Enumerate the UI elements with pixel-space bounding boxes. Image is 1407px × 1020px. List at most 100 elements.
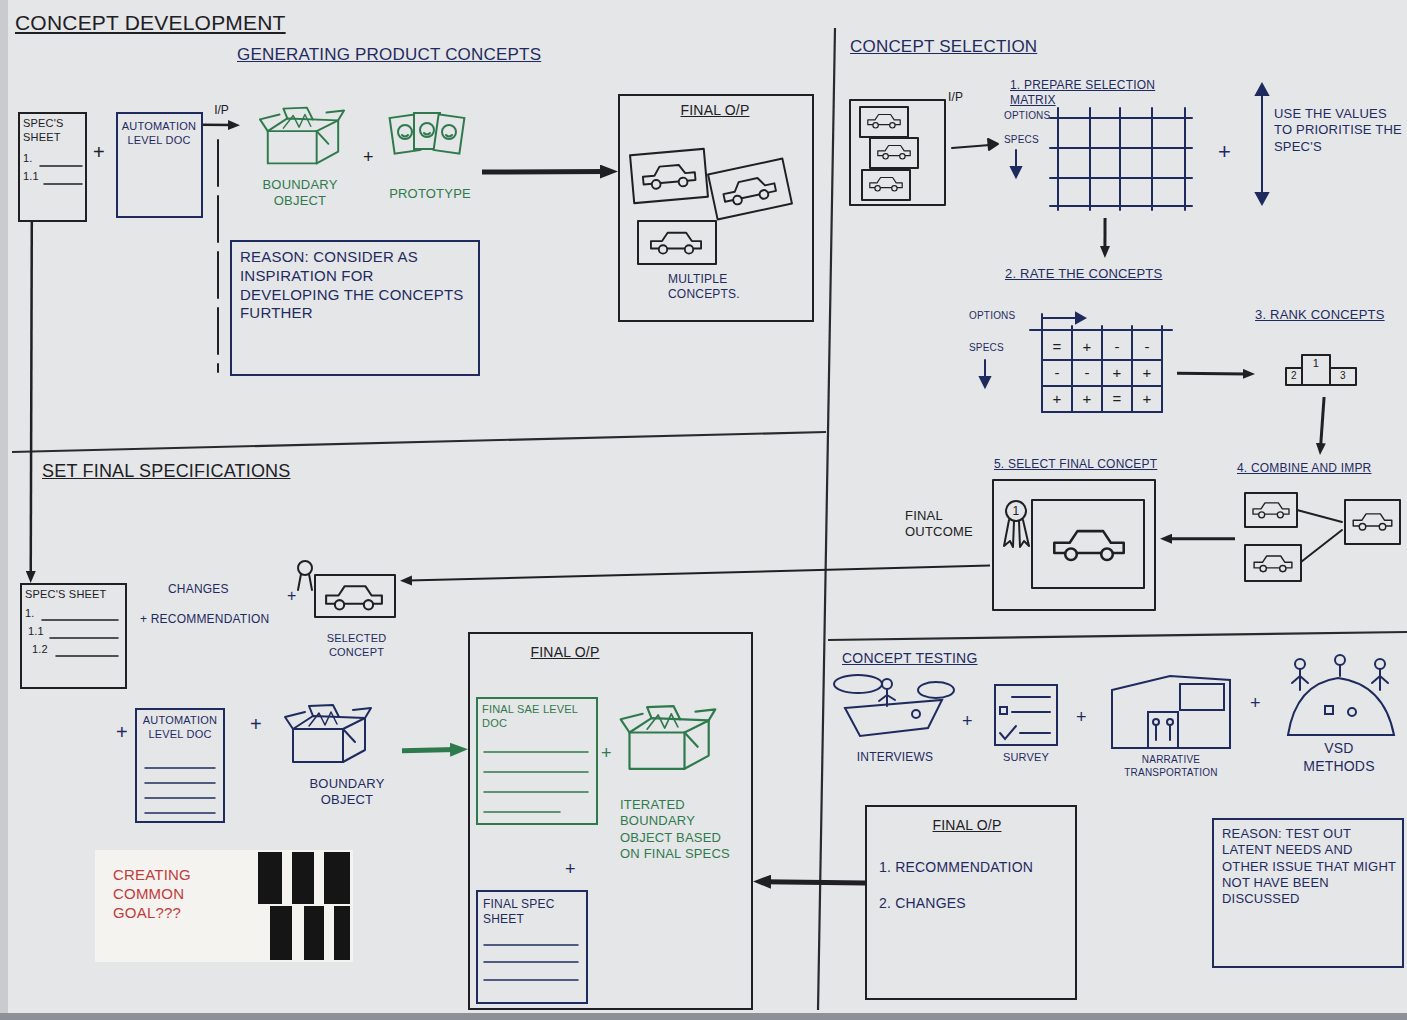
sticky-note bbox=[304, 906, 324, 960]
blue-sketch bbox=[1089, 108, 1091, 210]
node-text: 3 bbox=[1330, 370, 1356, 383]
sketch bbox=[1054, 531, 1123, 560]
note-label: CONCEPT TESTING bbox=[842, 650, 978, 668]
paper-edge bbox=[0, 0, 8, 1020]
table-cell: + bbox=[1132, 364, 1162, 383]
blue-sketch bbox=[1155, 725, 1157, 740]
document-box: FINAL SPEC SHEET bbox=[476, 890, 588, 1004]
node-text: 1. bbox=[25, 607, 35, 621]
sketch bbox=[1345, 500, 1400, 544]
paper-edge bbox=[0, 1013, 1407, 1020]
ranking-podium: 3. RANK CONCEPTS123 bbox=[1255, 305, 1402, 397]
sketch bbox=[56, 655, 118, 657]
sketch bbox=[708, 159, 792, 220]
edge-label: I/P bbox=[211, 103, 232, 117]
node-text: PROTOTYPE bbox=[380, 186, 480, 202]
blue-sketch bbox=[1261, 92, 1263, 196]
blue-sketch bbox=[1042, 359, 1162, 361]
sketch bbox=[1302, 355, 1330, 385]
sketch bbox=[1353, 514, 1392, 530]
sketch bbox=[708, 159, 792, 220]
blue-sketch bbox=[912, 710, 920, 718]
plus-sign: + bbox=[601, 742, 612, 765]
node-text: 3. RANK CONCEPTS bbox=[1255, 307, 1400, 323]
node-text: 2 bbox=[1286, 370, 1302, 383]
blue-sketch bbox=[1256, 84, 1268, 95]
reason-box: REASON: CONSIDER AS INSPIRATION FOR DEVE… bbox=[230, 240, 480, 376]
sticky-note bbox=[95, 850, 353, 962]
blue-sketch bbox=[484, 944, 578, 946]
output-box: FINAL O/PMULTIPLE CONCEPTS. bbox=[618, 94, 814, 322]
quadrant-line bbox=[818, 28, 835, 1010]
sketch bbox=[309, 574, 312, 590]
sketch bbox=[44, 183, 82, 185]
reason-box: REASON: TEST OUT LATENT NEEDS AND OTHER … bbox=[1212, 818, 1404, 968]
method-icon: VSD METHODS bbox=[1275, 652, 1403, 792]
sketch bbox=[878, 146, 910, 160]
plus-sign: + bbox=[93, 140, 105, 165]
sketch bbox=[630, 149, 708, 203]
blue-sketch bbox=[1151, 108, 1153, 210]
table-cell: - bbox=[1102, 338, 1132, 357]
plus-sign: + bbox=[1218, 138, 1231, 166]
blue-sketch bbox=[145, 782, 215, 784]
sketch bbox=[988, 139, 998, 150]
node-text: SPEC'S SHEET bbox=[23, 117, 83, 145]
note-label: CHANGES bbox=[168, 582, 229, 597]
sticky-note: CREATING COMMON GOAL??? bbox=[95, 850, 353, 962]
table-cell: + bbox=[1132, 390, 1162, 409]
blue-sketch bbox=[1148, 712, 1178, 748]
node-text: 1. bbox=[23, 152, 33, 166]
sketch bbox=[1245, 493, 1297, 527]
blue-sketch bbox=[1101, 326, 1103, 412]
green-sketch bbox=[398, 125, 412, 139]
blue-sketch bbox=[285, 705, 371, 762]
boundary-object: ITERATED BOUNDARY OBJECT BASED ON FINAL … bbox=[608, 702, 748, 934]
sketch bbox=[1297, 510, 1342, 522]
sketch bbox=[870, 138, 918, 168]
sketch bbox=[217, 140, 219, 372]
green-sketch bbox=[260, 108, 344, 164]
blue-sketch bbox=[1131, 326, 1133, 412]
prototype: PROTOTYPE bbox=[380, 108, 482, 208]
node-text: AUTOMATION LEVEL DOC bbox=[139, 714, 221, 742]
table-cell: + bbox=[1042, 390, 1072, 409]
blue-sketch bbox=[1119, 108, 1121, 210]
blue-sketch bbox=[1050, 147, 1192, 149]
node-text: SPECS bbox=[1004, 134, 1039, 147]
sticky-note bbox=[334, 906, 350, 960]
quadrant-line bbox=[12, 432, 826, 452]
document-box: AUTOMATION LEVEL DOC bbox=[116, 112, 203, 218]
sketch bbox=[1253, 503, 1289, 518]
selection-matrix: 1. PREPARE SELECTION MATRIXOPTIONSSPECS bbox=[1000, 76, 1202, 218]
blue-sketch bbox=[980, 377, 990, 387]
sketch bbox=[298, 561, 312, 575]
output-box: FINAL O/P1. RECOMMENDATION2. CHANGES bbox=[865, 805, 1077, 1000]
method-icon: NARRATIVE TRANSPORTATION bbox=[1105, 668, 1239, 788]
plus-sign: + bbox=[1250, 692, 1261, 715]
node-text: 1.2 bbox=[32, 643, 48, 657]
blue-sketch bbox=[1000, 707, 1007, 714]
blue-sketch bbox=[995, 685, 1057, 745]
node-text: FINAL SPEC SHEET bbox=[483, 897, 583, 927]
node-text: REASON: CONSIDER AS INSPIRATION FOR DEVE… bbox=[240, 248, 470, 323]
node-text: 4. COMBINE AND IMPR bbox=[1237, 461, 1403, 476]
page-title: CONCEPT DEVELOPMENT bbox=[15, 10, 286, 36]
node-text: 1.1 bbox=[23, 170, 39, 184]
final-concept: 5. SELECT FINAL CONCEPT1 bbox=[990, 455, 1160, 613]
sketch bbox=[40, 100, 1400, 656]
sketch bbox=[993, 480, 1155, 610]
sketch bbox=[638, 221, 716, 264]
connector-arrow bbox=[1103, 218, 1106, 250]
node-text: AUTOMATION LEVEL DOC bbox=[119, 120, 199, 148]
sticky-note bbox=[258, 852, 282, 904]
connector-arrow bbox=[1168, 537, 1235, 540]
node-text: VSD METHODS bbox=[1299, 740, 1379, 775]
sketch bbox=[1032, 500, 1144, 588]
sketch bbox=[642, 164, 696, 190]
blue-sketch bbox=[918, 682, 954, 698]
sketch bbox=[1006, 501, 1026, 521]
blue-sketch bbox=[845, 700, 942, 736]
